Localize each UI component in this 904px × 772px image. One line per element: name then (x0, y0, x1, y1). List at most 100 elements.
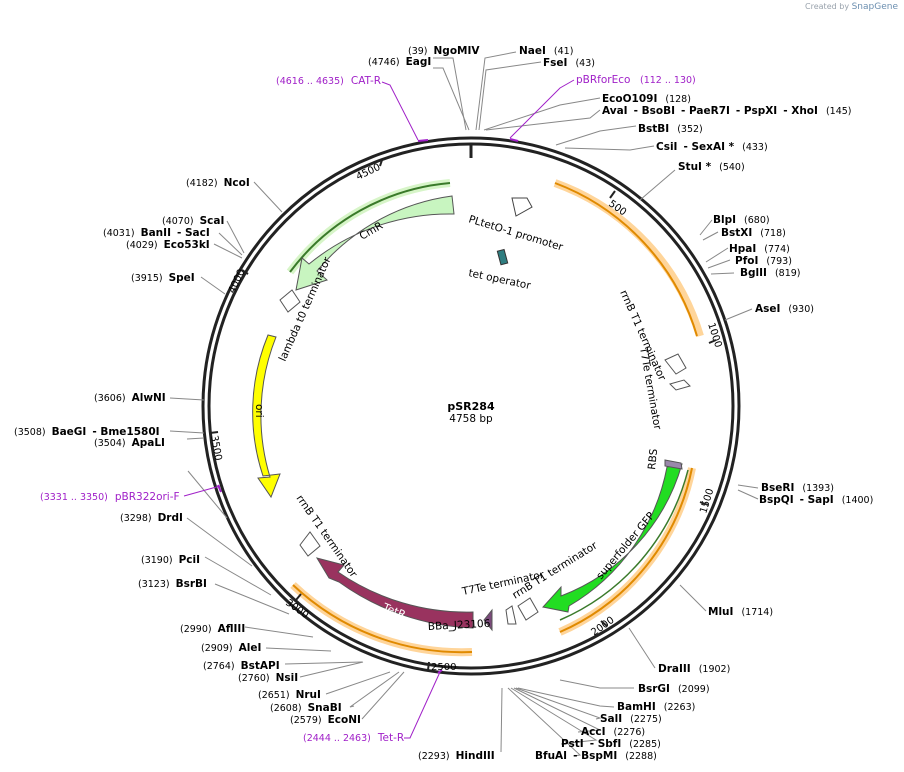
site-label-alwni: (3606)AlwNI (94, 392, 166, 404)
site-segment: StuI * (678, 161, 712, 173)
site-segment: HindIII (456, 750, 495, 762)
site-segment: - SexAI * (683, 141, 734, 153)
site-segment: (2579) (290, 715, 322, 726)
site-segment: - BsoBI (634, 105, 675, 117)
site-segment: NsiI (276, 672, 299, 684)
site-segment: - XhoI (783, 105, 818, 117)
site-segment: (3504) (94, 438, 126, 449)
site-segment: (1393) (802, 483, 834, 494)
site-label-blpi: BlpI(680) (713, 214, 770, 226)
site-segment: DraIII (658, 663, 691, 675)
site-segment: (4182) (186, 178, 218, 189)
site-segment: (2276) (613, 727, 645, 738)
site-label-bsrbi: (3123)BsrBI (138, 578, 207, 590)
site-segment: (540) (719, 162, 745, 173)
tick-marks (209, 159, 717, 671)
site-label-avai: AvaI- BsoBI- PaeR7I- PspXI- XhoI(145) (602, 105, 851, 117)
site-label-ngomiv: (39)NgoMIV (408, 45, 480, 57)
site-segment: (4031) (103, 228, 135, 239)
site-segment: DrdI (158, 512, 183, 524)
site-label-banii: (4031)BanII- SacI (103, 227, 210, 239)
site-segment: (2764) (203, 661, 235, 672)
orf-bottom (292, 584, 473, 654)
site-segment: NaeI (519, 45, 546, 57)
site-label-hpai: HpaI (774) (729, 243, 790, 255)
site-segment: ScaI (200, 215, 225, 227)
site-segment: (2651) (258, 690, 290, 701)
site-segment: HpaI (729, 243, 756, 255)
site-label-draiii: DraIII(1902) (658, 663, 730, 675)
site-segment: (793) (766, 256, 792, 267)
site-segment: SalI (600, 713, 622, 725)
primer-range: (3331 .. 3350) (40, 492, 108, 503)
cmr-orf (289, 182, 451, 273)
backbone-inner (207, 142, 735, 670)
site-segment: SnaBI (308, 702, 342, 714)
site-segment: BglII (740, 267, 767, 279)
primer-label-tet-r: (2444 .. 2463)Tet-R (303, 732, 404, 744)
site-segment: AflIII (218, 623, 246, 635)
site-label-sali: SalI(2275) (600, 713, 662, 725)
site-segment: (774) (764, 244, 790, 255)
site-segment: BstAPI (241, 660, 280, 672)
site-segment: (3123) (138, 579, 170, 590)
site-label-bseri: BseRI (1393) (761, 482, 834, 494)
gfp-orf (559, 469, 689, 621)
lambda-arrow (279, 289, 301, 313)
site-segment: AccI (581, 726, 605, 738)
tet-operator-label: tet operator (467, 267, 532, 292)
site-label-bspqi: BspQI- SapI(1400) (759, 494, 873, 506)
site-label-snabi: (2608)SnaBI (270, 702, 342, 714)
site-label-baegi: (3508)BaeGI- Bme1580I (14, 426, 160, 438)
site-label-hindiii: (2293)HindIII (418, 750, 495, 762)
site-segment: AleI (239, 642, 262, 654)
site-segment: - SapI (800, 494, 834, 506)
site-segment: (41) (554, 46, 574, 57)
primer-range: (2444 .. 2463) (303, 733, 371, 744)
site-label-nsii: (2760)NsiI (238, 672, 298, 684)
site-segment: EcoNI (328, 714, 361, 726)
site-segment: (1400) (842, 495, 874, 506)
site-label-pfoi: PfoI(793) (735, 255, 792, 267)
site-segment: (2990) (180, 624, 212, 635)
site-segment: (3915) (131, 273, 163, 284)
rrnb-top-arrow (664, 353, 687, 375)
site-label-bfuai: BfuAI- BspMI(2288) (535, 750, 657, 762)
site-segment: (3508) (14, 427, 46, 438)
primer-name: pBR322ori-F (115, 491, 180, 503)
pltet-arrow (511, 197, 533, 217)
site-label-ncoi: (4182) NcoI (186, 177, 250, 189)
site-segment: BlpI (713, 214, 736, 226)
site-label-apali: (3504) ApaLI (94, 437, 165, 449)
site-segment: NcoI (224, 177, 250, 189)
site-label-scai: (4070)ScaI (162, 215, 224, 227)
site-segment: EcoO109I (602, 93, 657, 105)
site-labels: (39)NgoMIV(4746)EagI NaeI (41)FseI(43) EcoO… (14, 45, 873, 762)
site-segment: PciI (179, 554, 200, 566)
site-label-bstbi: BstBI(352) (638, 123, 703, 135)
site-segment: AvaI (602, 105, 628, 117)
sfgfp-feature (542, 463, 683, 613)
cmr-label: CmR (358, 220, 386, 243)
site-segment: BseRI (761, 482, 794, 494)
tet-operator-box (496, 248, 509, 266)
plasmid-length: 4758 bp (449, 413, 493, 425)
primer-label-cat-r: (4616 .. 4635)CAT-R (276, 75, 381, 87)
site-segment: CsiI (656, 141, 677, 153)
site-label-fsei: FseI(43) (543, 57, 595, 69)
site-segment: FseI (543, 57, 567, 69)
site-segment: MluI (708, 606, 733, 618)
t7te-top-arrow (669, 379, 691, 391)
site-segment: BstXI (721, 227, 752, 239)
site-label-alei: (2909)AleI (201, 642, 261, 654)
site-segment: BaeGI (52, 426, 87, 438)
site-segment: EagI (406, 56, 432, 68)
snapgene-logo: SnapGene (851, 2, 898, 12)
credit-prefix: Created by (805, 2, 850, 11)
site-label-bsrgi: BsrGI(2099) (638, 683, 710, 695)
snapgene-credit: Created by SnapGene (805, 2, 898, 12)
site-label-eagi: (4746)EagI (368, 56, 431, 68)
site-segment: ApaLI (132, 437, 165, 449)
site-segment: (128) (665, 94, 691, 105)
